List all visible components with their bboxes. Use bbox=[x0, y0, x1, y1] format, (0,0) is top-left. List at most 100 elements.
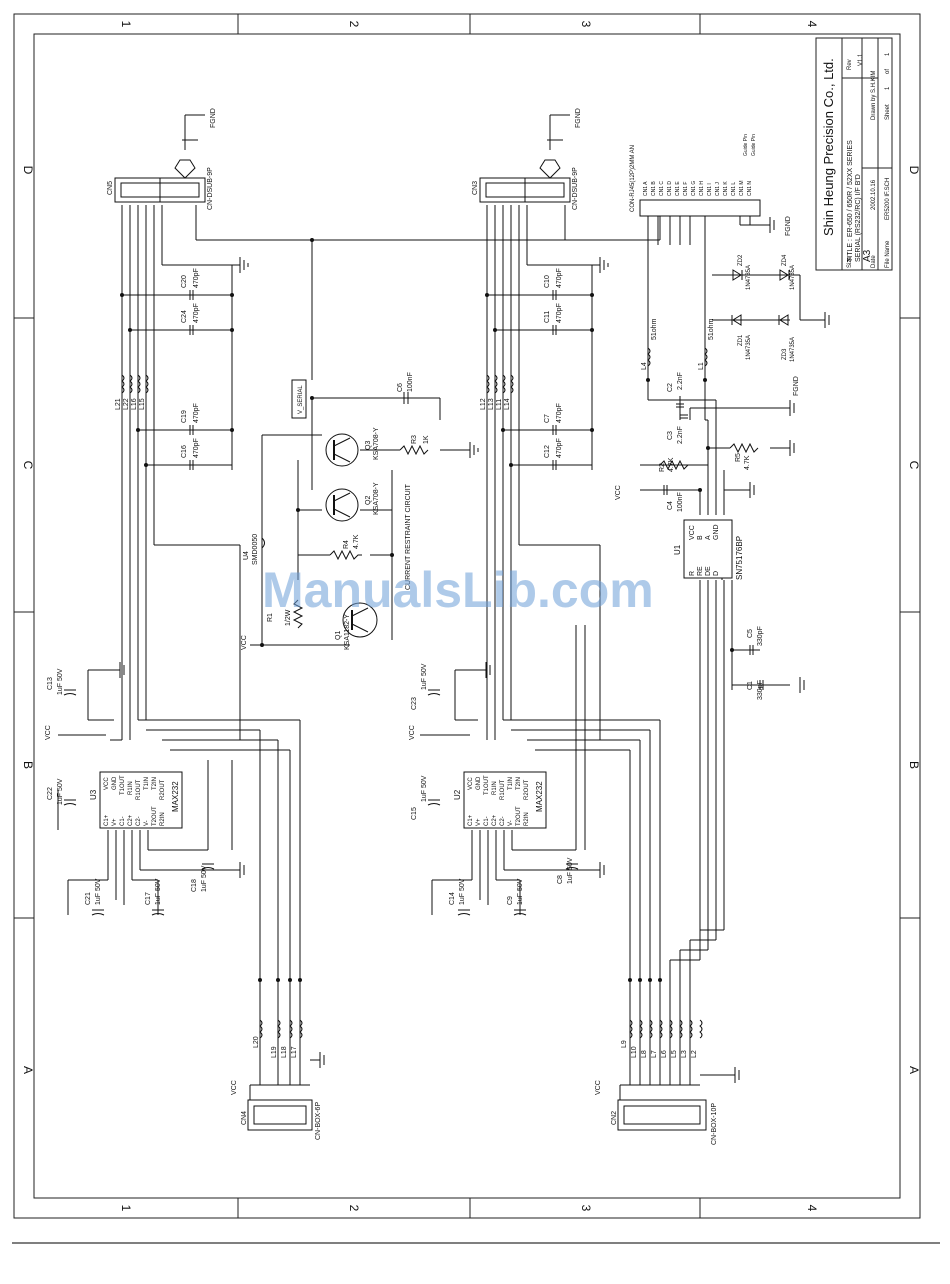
v-serial-port: V_SERIAL bbox=[291, 379, 307, 419]
sheet-number: 1 bbox=[885, 86, 891, 90]
title-line-2: SERIAL (RS232/RC) I/F B'D bbox=[855, 174, 862, 262]
date-label: Date bbox=[871, 255, 877, 268]
fgnd-label-right: FGND bbox=[785, 216, 792, 236]
inductor-icon bbox=[699, 1019, 703, 1039]
c12-value: 470pF bbox=[556, 438, 563, 458]
ic-u1: U1 SN75176BP R RE DE D VCC B A GND bbox=[673, 519, 744, 580]
u3-pin: T1IN bbox=[144, 777, 150, 790]
zone-row-right-c: C bbox=[907, 461, 921, 470]
c23-ref: C23 bbox=[411, 697, 418, 710]
cn2-ref: CN2 bbox=[611, 1111, 618, 1125]
l17-ref: L17 bbox=[291, 1046, 298, 1058]
resistors bbox=[292, 442, 759, 629]
r3-ref: R3 bbox=[411, 435, 418, 444]
c7-ref: C7 bbox=[544, 414, 551, 423]
inductor-icon bbox=[145, 374, 149, 394]
l15-ref: L15 bbox=[139, 398, 146, 410]
u3-part: MAX232 bbox=[171, 781, 180, 812]
c11-value: 470pF bbox=[556, 303, 563, 323]
fgnd-label-mid: FGND bbox=[575, 108, 582, 128]
capacitor-c15-icon bbox=[427, 799, 441, 806]
cn3-type: CN-DSUB-9P bbox=[572, 167, 579, 210]
date-value: 2002.10.16 bbox=[871, 179, 877, 210]
zd3-part: 1N4735A bbox=[790, 337, 796, 362]
u4-part: SMD0050 bbox=[252, 534, 259, 565]
u2-part: MAX232 bbox=[535, 781, 544, 812]
l22-ref: L22 bbox=[123, 398, 130, 410]
inductor-icon bbox=[649, 1019, 653, 1039]
ground-icon bbox=[319, 1052, 325, 1068]
u1-pin: VCC bbox=[689, 525, 696, 540]
ground-icon bbox=[789, 440, 795, 456]
ground-icon bbox=[599, 257, 609, 273]
ground-icon bbox=[119, 662, 125, 678]
inductor-icon bbox=[659, 1019, 663, 1039]
c24-ref: C24 bbox=[181, 310, 188, 323]
v-serial-label: V_SERIAL bbox=[298, 385, 304, 414]
guide-pin-label-1: Guide Pin bbox=[743, 134, 749, 156]
c2-value: 2.2nF bbox=[677, 372, 684, 390]
c19-ref: C19 bbox=[181, 410, 188, 423]
c13-value: 1uF 50V bbox=[57, 668, 64, 695]
r4-value: 4.7K bbox=[353, 534, 360, 549]
zener-diodes bbox=[731, 269, 790, 326]
ground-icon bbox=[469, 442, 479, 458]
sheet-label: Sheet bbox=[885, 104, 891, 120]
zone-col-bottom-2: 2 bbox=[347, 1205, 361, 1212]
title-block-text: Shin Heung Precision Co., Ltd. TITLE : E… bbox=[821, 52, 891, 268]
zone-row-right-a: A bbox=[907, 1066, 921, 1074]
zone-col-top-1: 1 bbox=[119, 21, 133, 28]
u2-pin: T1IN bbox=[508, 777, 514, 790]
zone-row-left-b: B bbox=[21, 761, 35, 769]
resistor-r4 bbox=[329, 549, 362, 561]
electrolytic-caps bbox=[63, 689, 579, 916]
q3-part: KSA708-Y bbox=[373, 427, 380, 460]
cn4-ref: CN4 bbox=[241, 1111, 248, 1125]
u3-pin: T1OUT bbox=[120, 775, 126, 795]
size-value: A3 bbox=[862, 249, 873, 262]
small-caps bbox=[403, 392, 764, 690]
r2-value: 4.7K bbox=[668, 457, 675, 472]
zone-row-right-b: B bbox=[907, 761, 921, 769]
zone-row-left-d: D bbox=[21, 166, 35, 175]
c22-ref: C22 bbox=[47, 787, 54, 800]
sheet-of: of bbox=[885, 69, 891, 74]
ground-icon bbox=[239, 257, 249, 273]
c1-value: 330pF bbox=[757, 680, 764, 700]
zone-col-top-2: 2 bbox=[347, 21, 361, 28]
u2-pin: C1+ bbox=[468, 814, 474, 826]
c3-value: 2.2nF bbox=[677, 426, 684, 444]
cn1-pin-label: CN1 M bbox=[739, 180, 745, 196]
inductor-l1-group: L1 51ohm bbox=[698, 318, 715, 370]
inductor-icon bbox=[289, 1019, 293, 1039]
cn1-pin-label: CN1 H bbox=[699, 181, 705, 196]
inductor-icon bbox=[137, 374, 141, 394]
rev-label: Rev bbox=[847, 59, 853, 70]
c14-ref: C14 bbox=[449, 892, 456, 905]
u2-pin: C2+ bbox=[492, 814, 498, 826]
u2-pin: V+ bbox=[476, 818, 482, 826]
cn1-pin-label: CN1 G bbox=[691, 181, 697, 196]
c4-value: 100nF bbox=[677, 492, 684, 512]
c11-ref: C11 bbox=[544, 311, 551, 323]
u1-pin: DE bbox=[705, 566, 712, 576]
cn1-pin-label: CN1 L bbox=[731, 182, 737, 196]
cn1-pin-label: CN1 A bbox=[643, 181, 649, 196]
capacitor-c6-icon bbox=[403, 392, 409, 404]
c8-value: 1uF 50V bbox=[567, 857, 574, 884]
transistor-q1: Q1 KSA1182-Y bbox=[335, 602, 378, 650]
size-label: Size bbox=[847, 256, 853, 268]
c15-value: 1uF 50V bbox=[421, 775, 428, 802]
c5-ref: C5 bbox=[747, 629, 754, 638]
sheet-total: 1 bbox=[885, 52, 891, 56]
l13-ref: L13 bbox=[488, 398, 495, 410]
c9-ref: C9 bbox=[507, 896, 514, 905]
fgnd-label-left: FGND bbox=[210, 108, 217, 128]
zone-row-right-d: D bbox=[907, 166, 921, 175]
l19-ref: L19 bbox=[271, 1046, 278, 1058]
cn4-type: CN-BOX-6P bbox=[315, 1102, 322, 1140]
l12-ref: L12 bbox=[480, 398, 487, 410]
ground-icon bbox=[599, 862, 605, 878]
c10-value: 470pF bbox=[556, 268, 563, 288]
zd1-ref: ZD1 bbox=[738, 334, 744, 346]
